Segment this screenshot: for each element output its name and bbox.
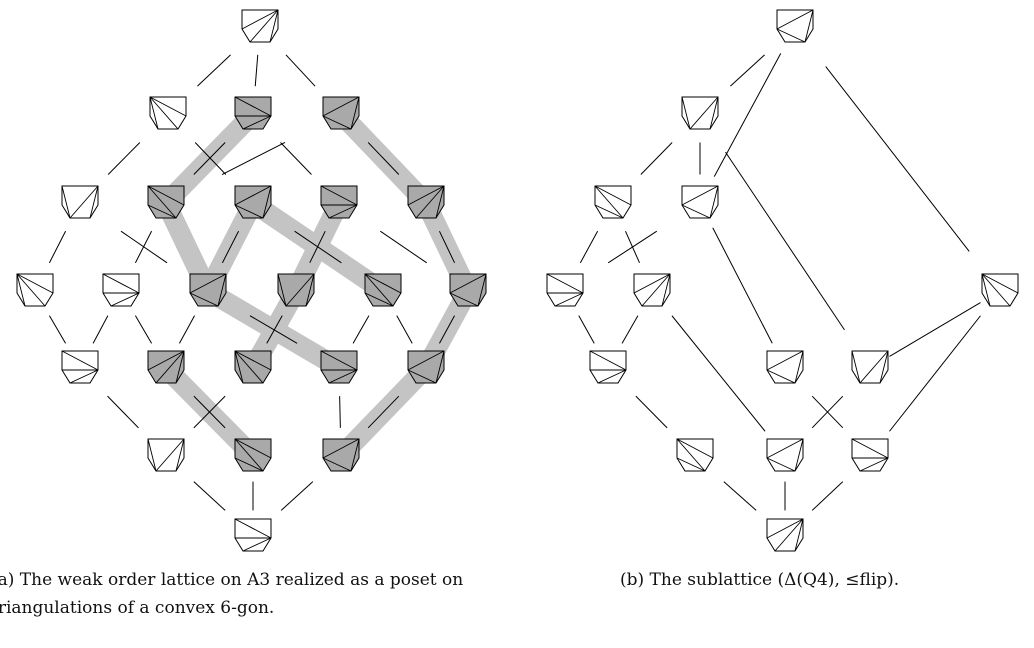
edge (438, 230, 456, 264)
edge (723, 481, 757, 511)
edge-long (725, 151, 845, 331)
edge (811, 481, 844, 511)
edge (249, 315, 298, 344)
edge (266, 315, 283, 344)
edge (621, 315, 639, 344)
edge (107, 395, 139, 429)
node-a-d2 (147, 350, 185, 384)
edges-b (578, 53, 981, 511)
node-a-e3 (322, 438, 360, 472)
node-a-b5 (407, 185, 445, 219)
edge (179, 315, 195, 344)
edge-long (671, 315, 766, 432)
node-a-a1 (149, 96, 187, 130)
edge (254, 54, 259, 87)
edge (379, 230, 428, 264)
edge (396, 315, 413, 344)
edge (578, 315, 595, 344)
edge (280, 481, 314, 511)
node-b-bot (766, 518, 804, 552)
node-a-e1 (147, 438, 185, 472)
edges-a (48, 54, 456, 511)
edge (48, 230, 67, 264)
node-a-a3 (322, 96, 360, 130)
edge-long (889, 302, 981, 357)
node-b-b2 (681, 185, 719, 219)
edge-long (712, 227, 773, 344)
edge (134, 315, 153, 344)
node-b-d4 (766, 350, 804, 384)
node-b-e2 (766, 438, 804, 472)
node-a-d5 (407, 350, 445, 384)
node-b-a1 (681, 96, 719, 130)
edge (579, 230, 599, 264)
node-b-e3 (851, 438, 889, 472)
node-b-t (776, 9, 814, 43)
node-b-e1 (676, 438, 714, 472)
edge (367, 142, 400, 175)
node-b-d1 (589, 350, 627, 384)
edge (285, 54, 316, 87)
node-a-e2 (234, 438, 272, 472)
node-a-c2 (102, 273, 140, 307)
edge (607, 230, 658, 264)
node-b-b1 (594, 185, 632, 219)
edge (221, 230, 240, 264)
node-b-c2 (633, 273, 671, 307)
node-a-b2 (147, 185, 185, 219)
node-a-b1 (61, 185, 99, 219)
edge (134, 230, 153, 264)
node-b-c7 (981, 273, 1019, 307)
edge (193, 395, 226, 429)
lattice-figure (16, 9, 1019, 552)
edge (280, 142, 312, 175)
node-a-d3 (234, 350, 272, 384)
node-a-c3 (189, 273, 227, 307)
caption-a: (a) The weak order lattice on A3 realize… (0, 570, 464, 618)
node-a-d1 (61, 350, 99, 384)
edge-long (713, 53, 782, 177)
edge (48, 315, 67, 344)
node-a-c1 (16, 273, 54, 307)
node-a-b3 (234, 185, 272, 219)
node-a-a2 (234, 96, 272, 130)
edge (221, 142, 286, 175)
node-a-b4 (320, 185, 358, 219)
node-a-d4 (320, 350, 358, 384)
edge (811, 395, 844, 429)
edge (309, 230, 326, 264)
edge-long (825, 66, 970, 252)
edge (339, 396, 341, 428)
edge (194, 142, 227, 175)
edge (367, 395, 400, 429)
node-a-c6 (449, 273, 487, 307)
edge (193, 481, 226, 511)
caption-b: (b) The sublattice (Δ(Q4), ≤flip). (620, 570, 900, 590)
edge (439, 315, 455, 344)
node-b-c1 (546, 273, 584, 307)
node-a-t (241, 9, 279, 43)
edge (107, 142, 141, 175)
node-a-c5 (364, 273, 402, 307)
edge (730, 54, 765, 87)
node-b-d5 (851, 350, 889, 384)
edge (197, 54, 231, 87)
nodes-b (546, 9, 1019, 552)
edge-long (889, 315, 981, 432)
edge (352, 315, 370, 344)
nodes-a (16, 9, 487, 552)
edge (640, 142, 673, 175)
edge (193, 142, 226, 175)
edge (635, 395, 668, 429)
edge (92, 315, 109, 344)
node-a-c4 (277, 273, 315, 307)
node-a-bot (234, 518, 272, 552)
